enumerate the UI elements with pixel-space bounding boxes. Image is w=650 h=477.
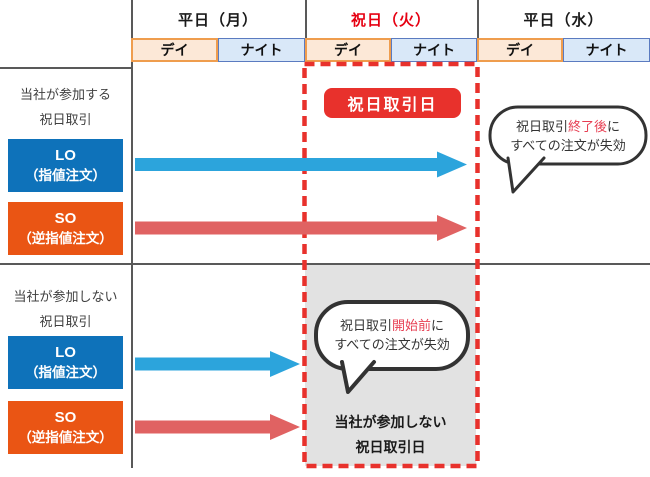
grid-hline-labelcol	[0, 67, 131, 69]
lo-sublabel: （指値注文）	[25, 364, 106, 380]
so-box-participating: SO （逆指値注文）	[8, 202, 123, 255]
day-cell-wednesday: デイ	[477, 38, 563, 62]
so-sublabel: （逆指値注文）	[18, 230, 113, 246]
grid-vline-mid2	[477, 0, 479, 38]
so-arrow-not-participating	[135, 414, 300, 440]
column-header-wednesday: 平日（水）	[523, 11, 604, 29]
bubble-text-pre: 祝日取引	[515, 119, 568, 134]
grid-hline-section-divider	[0, 263, 650, 265]
gray-box-caption-line2: 祝日取引日	[355, 439, 426, 455]
bubble-line1: 祝日取引開始前に	[340, 316, 444, 335]
bubble-text-post: に	[431, 318, 445, 333]
so-box-not-participating: SO （逆指値注文）	[8, 401, 123, 454]
lo-arrow-not-participating	[135, 351, 300, 377]
bubble-text-pre: 祝日取引	[339, 318, 392, 333]
section-label-not-participating: 当社が参加しない 祝日取引	[0, 284, 131, 334]
day-cell-monday: デイ	[131, 38, 218, 62]
section-label-participating: 当社が参加する 祝日取引	[0, 82, 131, 132]
lo-label: LO	[55, 344, 76, 362]
section-label-line1: 当社が参加しない	[13, 289, 118, 304]
night-cell-holiday: ナイト	[391, 38, 477, 62]
dashed-holiday-border	[302, 61, 480, 469]
day-cell-holiday: デイ	[305, 38, 391, 62]
speech-bubble-tail	[340, 360, 376, 394]
column-header-monday: 平日（月）	[177, 11, 258, 29]
section-label-line1: 当社が参加する	[19, 87, 111, 102]
bubble-text-highlight: 開始前	[391, 318, 431, 333]
night-cell-wednesday: ナイト	[563, 38, 650, 62]
lo-arrow-participating	[135, 151, 467, 178]
bubble-line2: すべての注文が失効	[334, 337, 450, 352]
grid-vline-mid1	[305, 0, 307, 38]
speech-bubble-after-close-outline	[488, 105, 648, 194]
column-header-holiday-tuesday: 祝日（火）	[350, 11, 431, 29]
grid-vline-left	[131, 0, 133, 468]
night-cell-monday: ナイト	[218, 38, 305, 62]
lo-label: LO	[55, 147, 76, 165]
lo-box-not-participating: LO （指値注文）	[8, 336, 123, 389]
bubble-text-post: に	[607, 119, 621, 134]
bubble-before-open-text: 祝日取引開始前に すべての注文が失効	[318, 306, 466, 364]
lo-sublabel: （指値注文）	[25, 167, 106, 183]
speech-bubble-tail	[506, 156, 546, 194]
so-label: SO	[54, 409, 77, 427]
bubble-after-close-text: 祝日取引終了後に すべての注文が失効	[492, 110, 644, 162]
lo-box-participating: LO （指値注文）	[8, 139, 123, 192]
speech-bubble-before-open-outline	[314, 300, 470, 394]
gray-box-caption-line1: 当社が参加しない	[334, 414, 447, 430]
section-label-line2: 祝日取引	[39, 112, 92, 127]
so-arrow-participating	[135, 215, 467, 241]
bubble-line1: 祝日取引終了後に	[516, 117, 620, 136]
holiday-trading-day-badge: 祝日取引日	[324, 88, 461, 118]
bubble-line2: すべての注文が失効	[510, 138, 626, 153]
so-label: SO	[54, 210, 77, 228]
bubble-text-highlight: 終了後	[567, 119, 607, 134]
so-sublabel: （逆指値注文）	[18, 429, 113, 445]
gray-box-caption: 当社が参加しない 祝日取引日	[305, 410, 476, 460]
section-label-line2: 祝日取引	[39, 314, 92, 329]
